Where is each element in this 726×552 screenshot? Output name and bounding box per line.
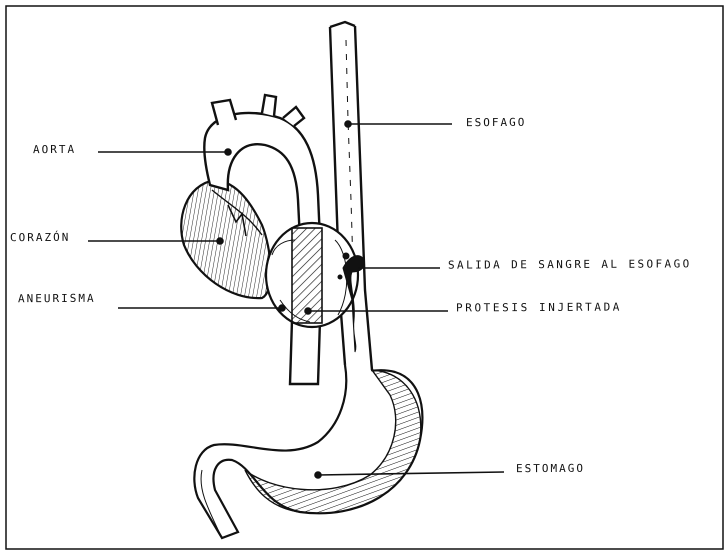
stomach	[194, 365, 422, 538]
label-estomago: ESTOMAGO	[516, 462, 585, 475]
label-aorta: AORTA	[33, 143, 76, 156]
label-protesis: PROTESIS INJERTADA	[456, 301, 622, 315]
heart	[181, 180, 270, 298]
label-salida-sangre: SALIDA DE SANGRE AL ESOFAGO	[448, 257, 692, 271]
label-corazon: CORAZÓN	[10, 231, 70, 244]
label-aneurisma: ANEURISMA	[18, 292, 96, 305]
label-esofago: ESOFAGO	[466, 116, 526, 129]
